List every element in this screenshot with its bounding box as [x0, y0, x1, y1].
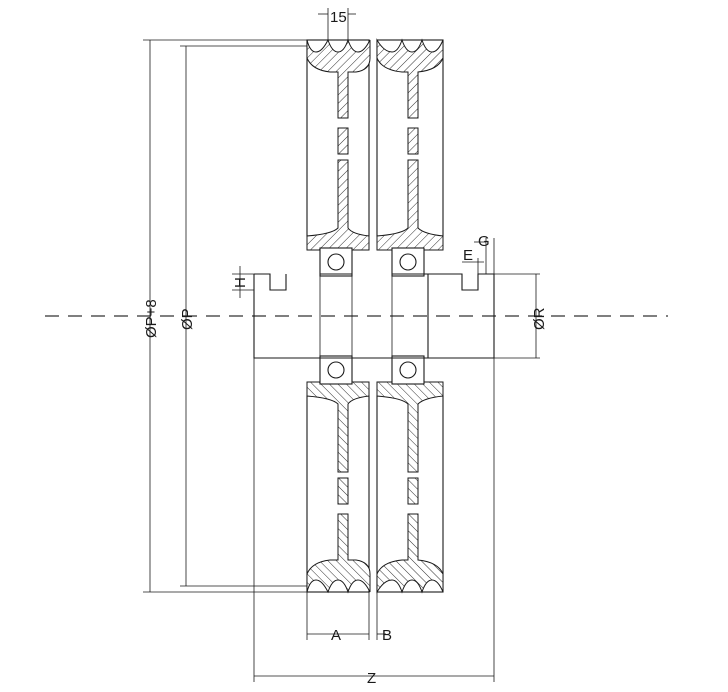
dim-bore-diameter: ØR	[531, 274, 548, 358]
bearing-upper-right	[391, 247, 425, 277]
left-pulley-upper	[306, 38, 371, 251]
dim-keyway-g: G	[474, 233, 495, 274]
bearing-lower-right	[391, 355, 425, 385]
label-groove-pitch: 15	[330, 9, 347, 26]
bearing-upper-left	[319, 247, 353, 277]
label-outer-diameter: ØP+8	[143, 299, 160, 338]
bearing-lower-left	[319, 355, 353, 385]
dim-outer-diameter: ØP+8	[143, 39, 307, 593]
label-gap-b: B	[382, 627, 392, 644]
label-hub-height: H	[232, 277, 249, 288]
left-pulley-lower	[306, 381, 371, 594]
label-pitch-diameter: ØP	[179, 308, 196, 330]
label-keyway-g: G	[478, 233, 490, 250]
dim-overall-z: Z	[253, 358, 495, 687]
label-bore-diameter: ØR	[531, 307, 548, 330]
dim-keyway-e: E	[462, 247, 484, 274]
right-pulley-upper	[376, 38, 444, 251]
label-overall-z: Z	[367, 670, 376, 687]
label-keyway-e: E	[463, 247, 473, 264]
dim-pitch-diameter: ØP	[179, 45, 307, 587]
label-width-a: A	[331, 627, 341, 644]
shaft	[253, 273, 540, 359]
dim-groove-pitch: 15	[318, 8, 356, 40]
dim-hub-height: H	[232, 266, 254, 298]
right-pulley-lower	[376, 381, 444, 594]
dim-width-a-gap-b: A B	[306, 592, 392, 644]
